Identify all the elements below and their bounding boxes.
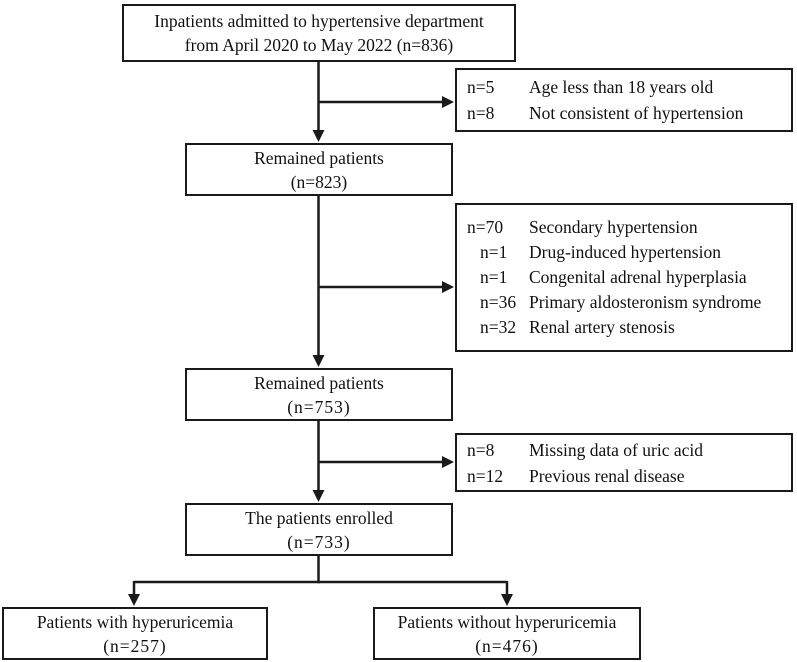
- node-title: The patients enrolled: [245, 507, 393, 528]
- node-inpatients-admitted: Inpatients admitted to hypertensive depa…: [122, 4, 516, 62]
- exclusion-label: Age less than 18 years old: [529, 77, 714, 97]
- exclusion-box-age-criteria: n=5 Age less than 18 years old n=8 Not c…: [455, 68, 793, 132]
- node-count: (n=733): [287, 531, 351, 552]
- node-title: Patients with hyperuricemia: [36, 611, 234, 632]
- exclusion-row: n=36 Primary aldosteronism syndrome: [467, 290, 791, 315]
- exclusion-count: n=1: [480, 267, 508, 287]
- node-patients-with-hyperuricemia: Patients with hyperuricemia (n=257): [2, 607, 268, 660]
- exclusion-row: n=70 Secondary hypertension: [467, 215, 791, 240]
- node-remained-patients-753: Remained patients (n=753): [185, 368, 453, 421]
- exclusion-label: Congenital adrenal hyperplasia: [529, 267, 747, 287]
- node-title: Remained patients: [254, 372, 384, 393]
- arrowhead-right-secondary: [442, 281, 454, 293]
- node-count: (n=476): [475, 635, 539, 656]
- exclusion-row: n=8 Missing data of uric acid: [467, 437, 791, 463]
- exclusion-row: n=12 Previous renal disease: [467, 463, 791, 489]
- exclusion-label: Primary aldosteronism syndrome: [529, 292, 762, 312]
- node-subtitle: from April 2020 to May 2022 (n=836): [184, 35, 454, 55]
- node-patients-enrolled: The patients enrolled (n=733): [185, 503, 453, 556]
- exclusion-box-missing-data: n=8 Missing data of uric acid n=12 Previ…: [455, 433, 793, 492]
- exclusion-row: n=32 Renal artery stenosis: [467, 315, 791, 340]
- exclusion-row: n=5 Age less than 18 years old: [467, 74, 791, 100]
- arrowhead-right-missing: [442, 456, 454, 468]
- arrowhead-right-age: [442, 96, 454, 108]
- exclusion-label: Drug-induced hypertension: [529, 242, 721, 262]
- node-title: Inpatients admitted to hypertensive depa…: [154, 11, 484, 31]
- arrowhead-down-remained1: [312, 130, 325, 142]
- exclusion-row: n=8 Not consistent of hypertension: [467, 100, 791, 126]
- node-title: Remained patients: [254, 147, 384, 168]
- exclusion-row: n=1 Drug-induced hypertension: [467, 240, 791, 265]
- exclusion-count: n=32: [480, 317, 517, 337]
- exclusion-row: n=1 Congenital adrenal hyperplasia: [467, 265, 791, 290]
- exclusion-count: n=5: [467, 77, 495, 97]
- node-patients-without-hyperuricemia: Patients without hyperuricemia (n=476): [373, 607, 641, 660]
- exclusion-label: Renal artery stenosis: [529, 317, 675, 337]
- exclusion-count: n=70: [467, 217, 504, 237]
- exclusion-count: n=12: [467, 465, 504, 486]
- arrowhead-down-with: [128, 594, 140, 606]
- exclusion-count: n=8: [467, 439, 495, 460]
- exclusion-label: Secondary hypertension: [529, 217, 698, 237]
- exclusion-label: Previous renal disease: [529, 465, 685, 486]
- node-title: Patients without hyperuricemia: [397, 611, 617, 632]
- exclusion-count: n=1: [480, 242, 508, 262]
- exclusion-label: Not consistent of hypertension: [529, 103, 744, 123]
- exclusion-label: Missing data of uric acid: [529, 439, 703, 460]
- arrowhead-down-without: [501, 594, 513, 606]
- node-count: (n=823): [290, 171, 348, 192]
- arrowhead-down-enrolled: [312, 490, 325, 502]
- node-count: (n=753): [287, 396, 351, 417]
- node-count: (n=257): [103, 635, 167, 656]
- exclusion-count: n=8: [467, 103, 495, 123]
- exclusion-box-secondary-hypertension: n=70 Secondary hypertension n=1 Drug-ind…: [455, 203, 793, 352]
- exclusion-count: n=36: [480, 292, 517, 312]
- arrowhead-down-remained2: [312, 355, 325, 367]
- node-remained-patients-823: Remained patients (n=823): [185, 143, 453, 196]
